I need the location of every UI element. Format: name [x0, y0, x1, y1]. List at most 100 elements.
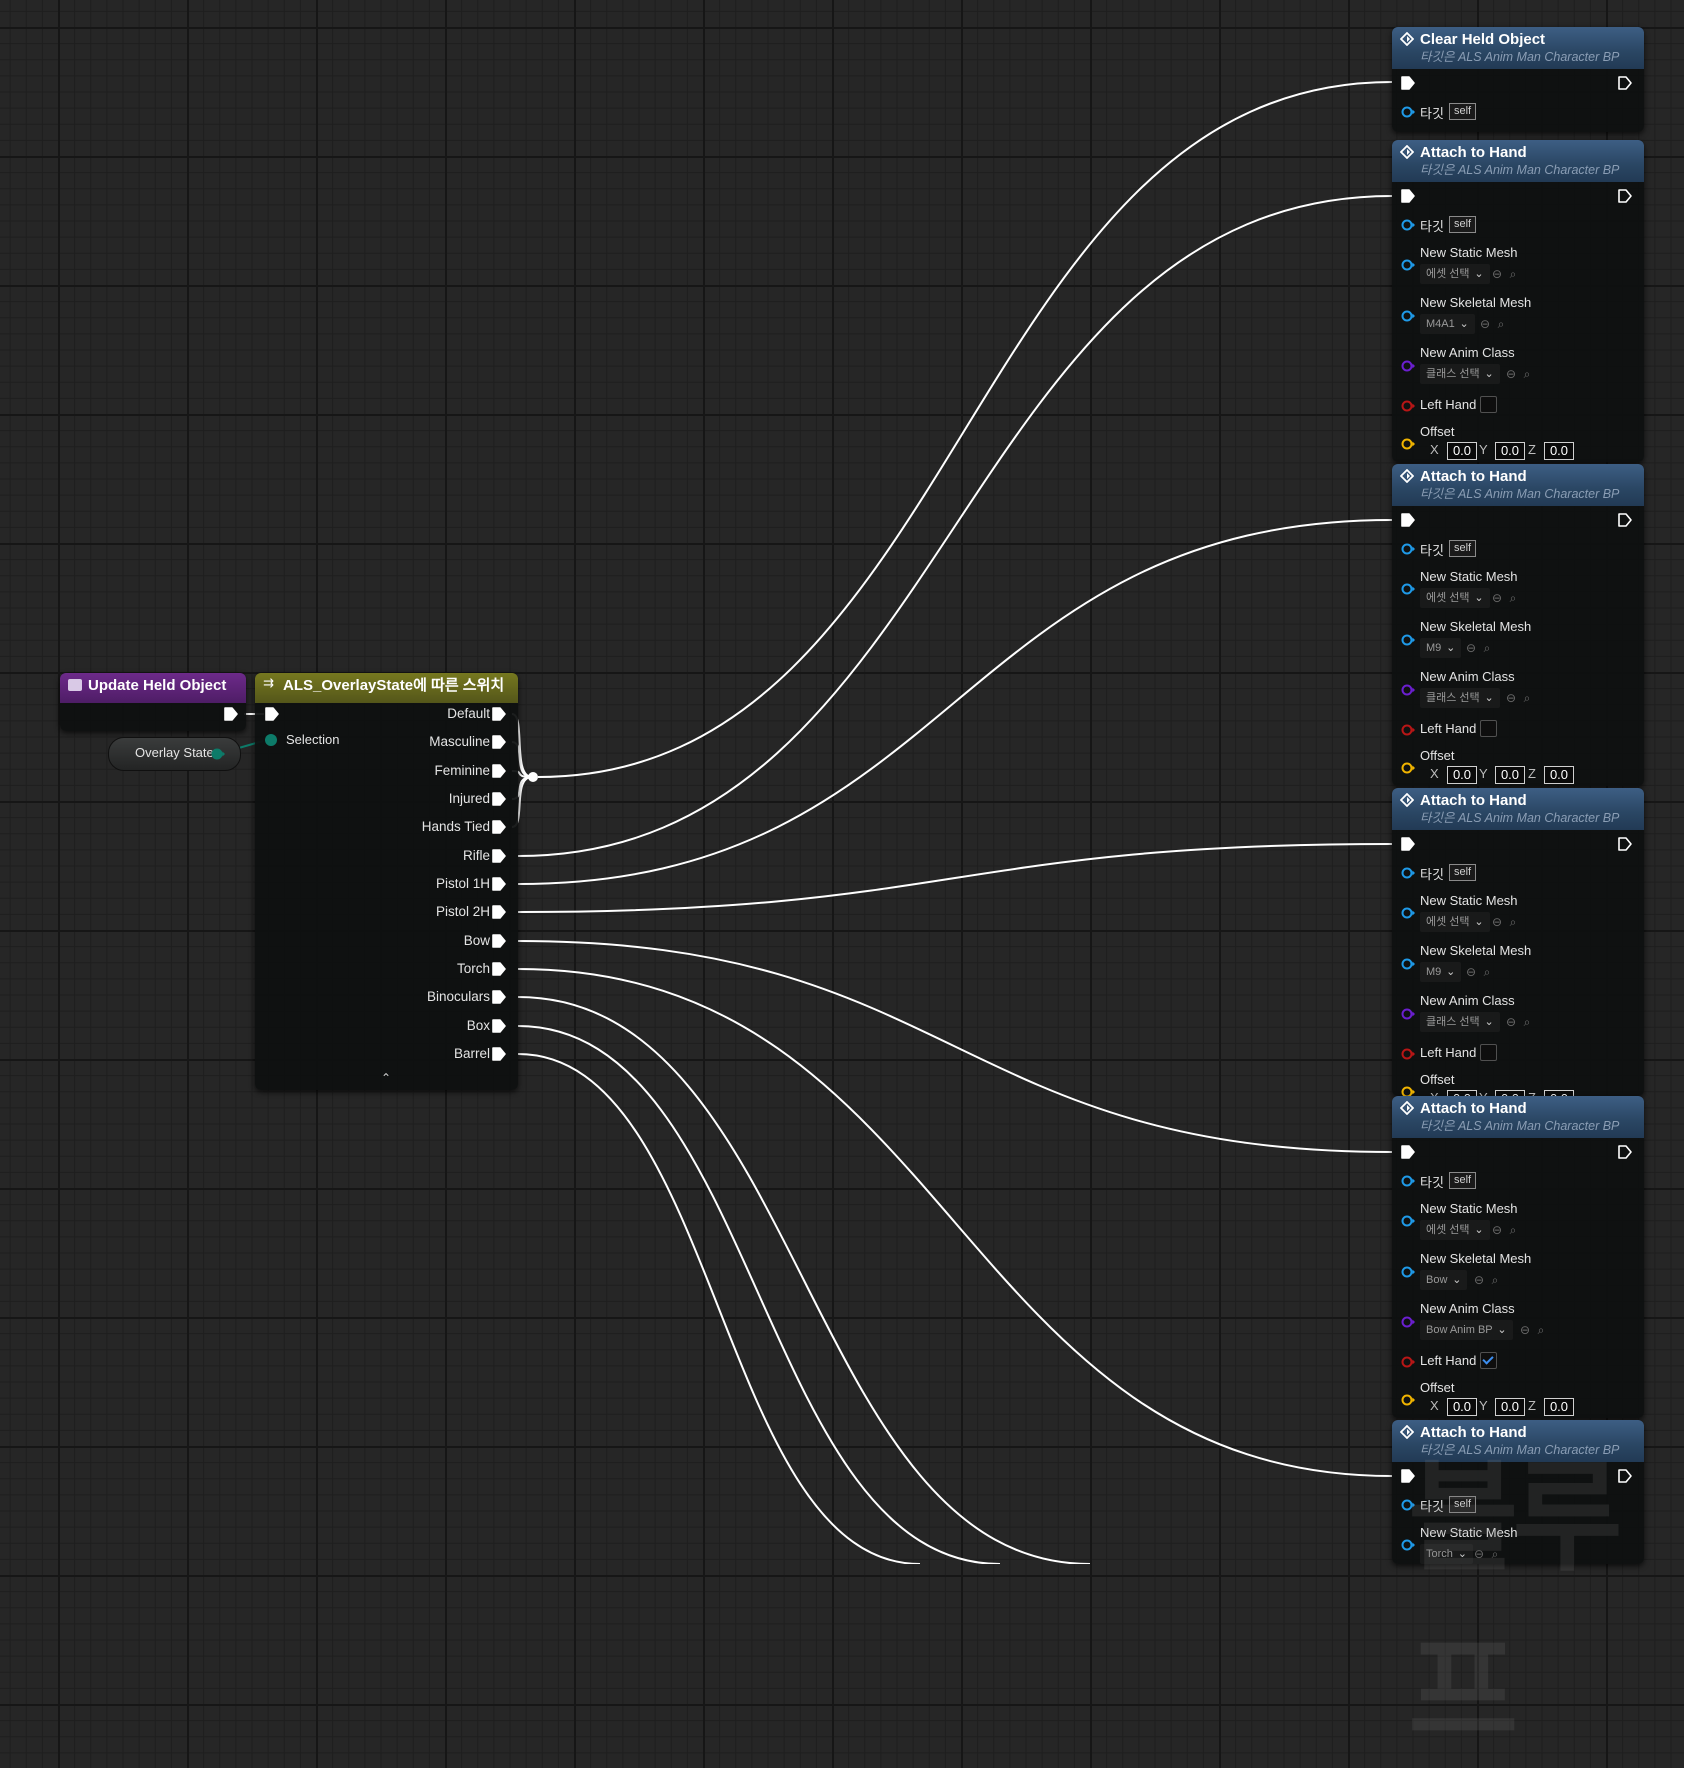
- target-self-value[interactable]: self: [1449, 540, 1477, 557]
- target-pin[interactable]: [1400, 865, 1416, 885]
- use-selected-asset-icon[interactable]: ⊖: [1491, 267, 1503, 281]
- use-selected-asset-icon[interactable]: ⊖: [1479, 317, 1491, 331]
- target-pin[interactable]: [1400, 541, 1416, 561]
- switch-output-pin-default[interactable]: [491, 706, 507, 726]
- skeletal-mesh-select[interactable]: M9⌄: [1420, 638, 1462, 658]
- offset-y-field[interactable]: 0.0: [1495, 766, 1525, 784]
- update-held-object-node[interactable]: Update Held Object: [60, 673, 246, 731]
- static-mesh-pin[interactable]: [1400, 1537, 1416, 1557]
- left-hand-checkbox[interactable]: [1480, 1352, 1497, 1369]
- left-hand-pin[interactable]: [1400, 398, 1416, 418]
- use-selected-asset-icon[interactable]: ⊖: [1505, 1015, 1517, 1029]
- switch-output-pin-feminine[interactable]: [491, 763, 507, 783]
- switch-output-pin-box[interactable]: [491, 1018, 507, 1038]
- use-selected-asset-icon[interactable]: ⊖: [1465, 965, 1477, 979]
- offset-pin[interactable]: [1400, 436, 1416, 456]
- switch-output-pin-pistol-1h[interactable]: [491, 876, 507, 896]
- exec-out-pin[interactable]: [1617, 1144, 1633, 1164]
- target-self-value[interactable]: self: [1449, 864, 1477, 881]
- anim-class-pin[interactable]: [1400, 1314, 1416, 1334]
- use-selected-asset-icon[interactable]: ⊖: [1491, 591, 1503, 605]
- left-hand-pin[interactable]: [1400, 1354, 1416, 1374]
- overlay-state-out-pin[interactable]: [210, 746, 226, 766]
- static-mesh-pin[interactable]: [1400, 905, 1416, 925]
- target-pin[interactable]: [1400, 1497, 1416, 1517]
- exec-in-pin[interactable]: [1400, 1468, 1416, 1488]
- offset-x-field[interactable]: 0.0: [1447, 1398, 1477, 1416]
- skeletal-mesh-select[interactable]: M4A1⌄: [1420, 314, 1475, 334]
- static-mesh-select[interactable]: 에셋 선택⌄: [1420, 264, 1490, 284]
- browse-search-icon[interactable]: ⌕: [1491, 1273, 1499, 1287]
- left-hand-pin[interactable]: [1400, 722, 1416, 742]
- use-selected-asset-icon[interactable]: ⊖: [1473, 1273, 1485, 1287]
- browse-search-icon[interactable]: ⌕: [1509, 267, 1517, 281]
- offset-x-field[interactable]: 0.0: [1447, 1090, 1477, 1096]
- offset-pin[interactable]: [1400, 760, 1416, 780]
- exec-out-pin[interactable]: [1617, 836, 1633, 856]
- target-self-value[interactable]: self: [1449, 1172, 1477, 1189]
- switch-output-pin-bow[interactable]: [491, 933, 507, 953]
- switch-output-pin-hands-tied[interactable]: [491, 819, 507, 839]
- browse-search-icon[interactable]: ⌕: [1483, 641, 1491, 655]
- use-selected-asset-icon[interactable]: ⊖: [1519, 1323, 1531, 1337]
- left-hand-checkbox[interactable]: [1480, 1044, 1497, 1061]
- use-selected-asset-icon[interactable]: ⊖: [1491, 1223, 1503, 1237]
- left-hand-checkbox[interactable]: [1480, 396, 1497, 413]
- use-selected-asset-icon[interactable]: ⊖: [1465, 641, 1477, 655]
- browse-search-icon[interactable]: ⌕: [1509, 591, 1517, 605]
- exec-in-pin[interactable]: [1400, 1144, 1416, 1164]
- browse-search-icon[interactable]: ⌕: [1483, 965, 1491, 979]
- browse-search-icon[interactable]: ⌕: [1497, 317, 1505, 331]
- static-mesh-select[interactable]: 에셋 선택⌄: [1420, 1220, 1490, 1240]
- exec-in-pin[interactable]: [1400, 188, 1416, 208]
- selection-pin[interactable]: [265, 734, 277, 746]
- browse-search-icon[interactable]: ⌕: [1523, 1015, 1531, 1029]
- browse-search-icon[interactable]: ⌕: [1509, 1223, 1517, 1237]
- browse-search-icon[interactable]: ⌕: [1523, 367, 1531, 381]
- target-pin[interactable]: [1400, 104, 1416, 124]
- collapse-pins-icon[interactable]: ⌃: [381, 1071, 392, 1085]
- skeletal-mesh-pin[interactable]: [1400, 956, 1416, 976]
- exec-out-pin[interactable]: [223, 706, 239, 726]
- offset-pin[interactable]: [1400, 1392, 1416, 1412]
- use-selected-asset-icon[interactable]: ⊖: [1505, 691, 1517, 705]
- skeletal-mesh-select[interactable]: M9⌄: [1420, 962, 1462, 982]
- static-mesh-select[interactable]: 에셋 선택⌄: [1420, 588, 1490, 608]
- target-pin[interactable]: [1400, 1173, 1416, 1193]
- browse-search-icon[interactable]: ⌕: [1509, 915, 1517, 929]
- exec-in-pin[interactable]: [1400, 512, 1416, 532]
- left-hand-pin[interactable]: [1400, 1046, 1416, 1066]
- overlay-state-variable-node[interactable]: Overlay State: [108, 737, 241, 771]
- exec-out-pin[interactable]: [1617, 1468, 1633, 1488]
- browse-search-icon[interactable]: ⌕: [1537, 1323, 1545, 1337]
- static-mesh-select[interactable]: 에셋 선택⌄: [1420, 912, 1490, 932]
- exec-out-pin[interactable]: [1617, 188, 1633, 208]
- target-self-value[interactable]: self: [1449, 216, 1477, 233]
- offset-z-field[interactable]: 0.0: [1544, 766, 1574, 784]
- offset-z-field[interactable]: 0.0: [1544, 1398, 1574, 1416]
- offset-x-field[interactable]: 0.0: [1447, 766, 1477, 784]
- use-selected-asset-icon[interactable]: ⊖: [1473, 1547, 1485, 1561]
- anim-class-select[interactable]: 클래스 선택⌄: [1420, 364, 1500, 384]
- target-pin[interactable]: [1400, 217, 1416, 237]
- skeletal-mesh-pin[interactable]: [1400, 1264, 1416, 1284]
- exec-in-pin[interactable]: [1400, 836, 1416, 856]
- anim-class-select[interactable]: Bow Anim BP⌄: [1420, 1320, 1513, 1340]
- offset-y-field[interactable]: 0.0: [1495, 1398, 1525, 1416]
- switch-output-pin-masculine[interactable]: [491, 734, 507, 754]
- static-mesh-select[interactable]: Torch⌄: [1420, 1544, 1473, 1564]
- switch-output-pin-barrel[interactable]: [491, 1046, 507, 1066]
- use-selected-asset-icon[interactable]: ⊖: [1491, 915, 1503, 929]
- offset-z-field[interactable]: 0.0: [1544, 442, 1574, 460]
- anim-class-pin[interactable]: [1400, 358, 1416, 378]
- exec-in-pin[interactable]: [1400, 75, 1416, 95]
- skeletal-mesh-pin[interactable]: [1400, 632, 1416, 652]
- offset-z-field[interactable]: 0.0: [1544, 1090, 1574, 1096]
